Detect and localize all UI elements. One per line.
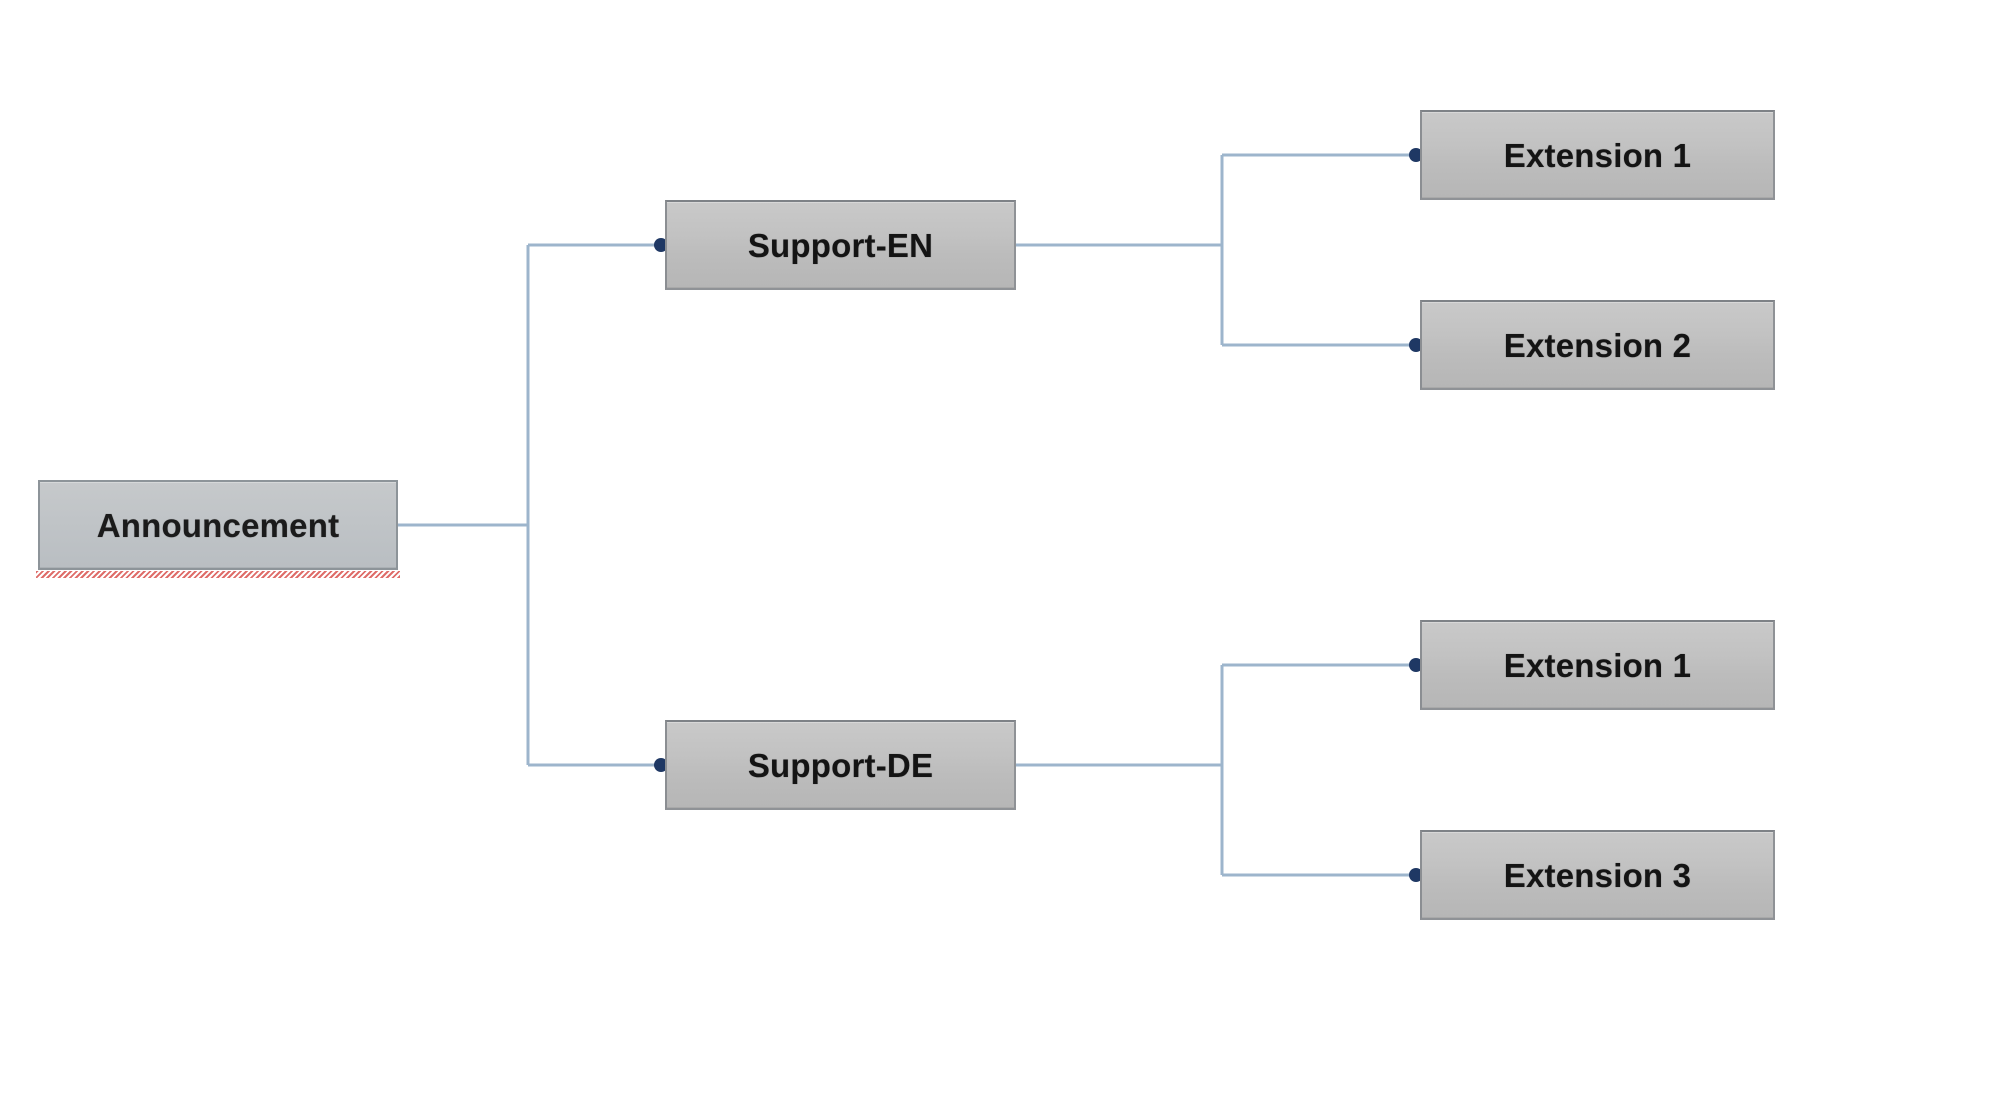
edge-announcement-to-support-de [526, 525, 668, 772]
edge-support-en-to-ext-en-1 [1016, 148, 1423, 247]
edge-support-de-to-ext-de-3 [1220, 765, 1423, 882]
node-support-de-label: Support-DE [747, 746, 934, 784]
edge-support-de-to-ext-de-1 [1016, 658, 1423, 767]
node-extension-de-3[interactable]: Extension 3 [1420, 830, 1775, 920]
node-support-en[interactable]: Support-EN [665, 200, 1016, 290]
node-extension-en-2[interactable]: Extension 2 [1420, 300, 1775, 390]
node-announcement-label: Announcement [96, 506, 340, 544]
node-extension-de-1-label: Extension 1 [1503, 646, 1692, 684]
node-announcement[interactable]: Announcement [36, 480, 400, 578]
node-support-en-label: Support-EN [747, 226, 934, 264]
node-support-de[interactable]: Support-DE [665, 720, 1016, 810]
node-extension-de-3-label: Extension 3 [1503, 856, 1692, 894]
spellcheck-underline [36, 571, 400, 578]
node-extension-en-2-label: Extension 2 [1503, 326, 1692, 364]
edge-announcement-to-support-en [398, 238, 668, 527]
edge-support-en-to-ext-en-2 [1220, 245, 1423, 352]
node-extension-en-1-label: Extension 1 [1503, 136, 1692, 174]
node-extension-de-1[interactable]: Extension 1 [1420, 620, 1775, 710]
node-extension-en-1[interactable]: Extension 1 [1420, 110, 1775, 200]
